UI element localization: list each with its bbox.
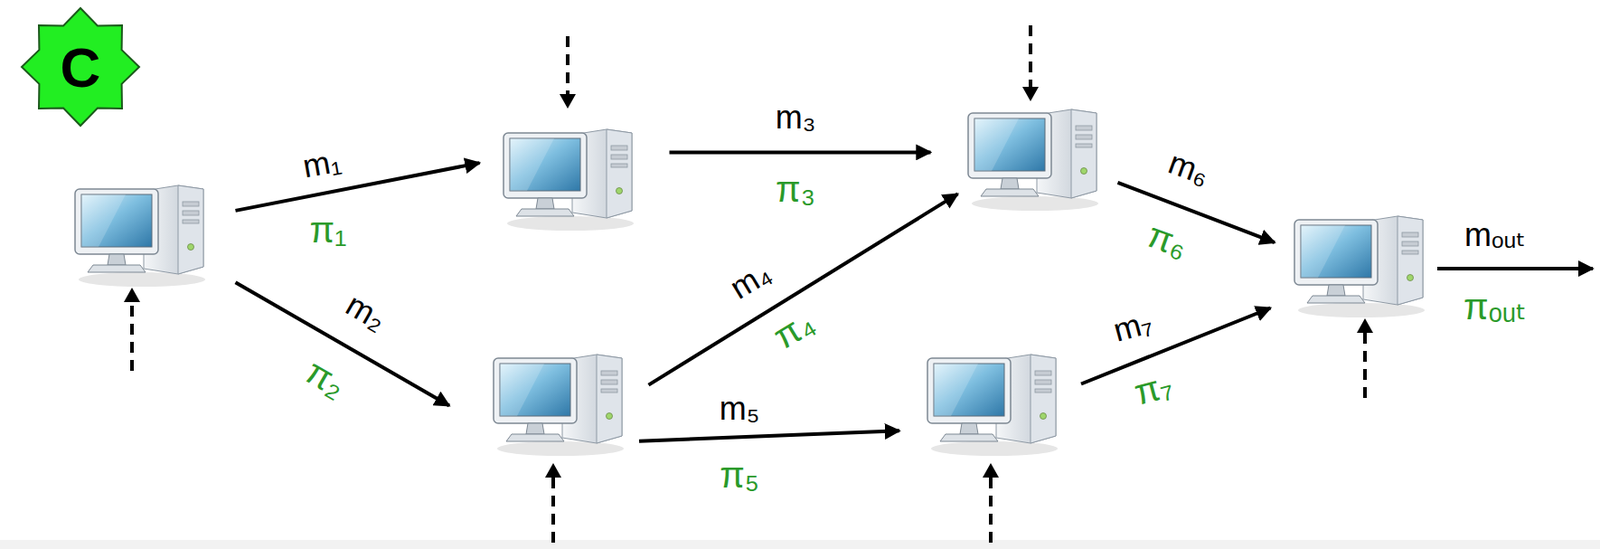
message-arrow (235, 282, 451, 405)
badge-letter: C (9, 5, 151, 129)
message-label: m₇ (1110, 305, 1156, 348)
message-label: m₅ (719, 392, 761, 425)
input-arrow (1363, 329, 1367, 398)
computer-icon (923, 352, 1060, 457)
message-arrow (669, 150, 932, 154)
proof-label: π₃ (775, 170, 816, 208)
computer-icon (499, 127, 636, 232)
input-arrow (551, 474, 556, 543)
computer-icon (1290, 214, 1427, 319)
arrow-head (982, 462, 999, 478)
computer-node (1290, 214, 1427, 319)
proof-label: π₂ (300, 352, 352, 404)
computer-node (71, 183, 208, 288)
message-label: mₒᵤₜ (1464, 218, 1526, 252)
message-arrow (639, 430, 900, 442)
computer-node (964, 107, 1101, 212)
proof-label: π₅ (719, 456, 760, 493)
computer-node (499, 127, 636, 232)
input-arrow (988, 474, 993, 543)
message-label: m₆ (1164, 145, 1214, 190)
arrow-head (545, 462, 562, 478)
input-arrow (565, 36, 570, 98)
proof-label: π₇ (1130, 365, 1177, 410)
message-arrow (649, 193, 959, 385)
computer-icon (71, 183, 208, 288)
badge-node: C (9, 5, 151, 129)
message-arrow (1081, 308, 1271, 385)
input-arrow (130, 298, 134, 371)
computer-icon (489, 352, 626, 457)
message-label: m₄ (724, 255, 777, 305)
arrow-head (1356, 318, 1374, 333)
message-label: m₂ (340, 287, 392, 336)
proof-label: π₁ (309, 211, 347, 248)
computer-node (489, 352, 626, 457)
bottom-strip (0, 539, 1600, 549)
arrow-head (1022, 86, 1039, 102)
message-arrow (235, 162, 480, 211)
arrow-head (559, 94, 576, 109)
computer-node (923, 352, 1060, 457)
message-label: m₁ (300, 144, 344, 184)
message-arrow (1118, 182, 1276, 243)
proof-label: πₒᵤₜ (1463, 288, 1527, 325)
arrow-head (123, 287, 141, 302)
proof-label: π₆ (1143, 216, 1194, 264)
message-label: m₃ (775, 101, 817, 134)
computer-icon (964, 107, 1101, 212)
input-arrow (1028, 25, 1033, 91)
proof-label: π₄ (767, 303, 820, 356)
output-arrow (1437, 266, 1593, 271)
